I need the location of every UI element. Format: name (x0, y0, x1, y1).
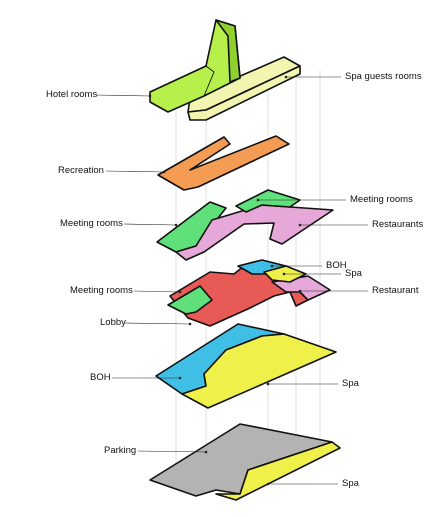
spa-b1-zone (215, 441, 341, 501)
meeting-rooms-l2-zone (167, 285, 213, 315)
label-meeting-rooms-left: Meeting rooms (60, 218, 123, 229)
label-lobby: Lobby (100, 317, 126, 328)
label-restaurant: Restaurant (372, 285, 419, 296)
recreation-slab (157, 135, 290, 191)
hotel-rooms-side (215, 19, 241, 83)
level-hotel (149, 19, 301, 121)
label-parking: Parking (104, 445, 136, 456)
level-basement (149, 423, 341, 501)
label-meeting-rooms-right: Meeting rooms (350, 194, 413, 205)
label-spa-b1: Spa (342, 478, 360, 489)
label-restaurants: Restaurants (372, 219, 423, 230)
label-boh-l2: BOH (326, 260, 347, 271)
label-spa-l1: Spa (342, 378, 360, 389)
spa-guest-rooms-side (187, 65, 301, 121)
label-hotel-rooms: Hotel rooms (46, 89, 97, 100)
label-spa-l2: Spa (345, 268, 363, 279)
label-recreation: Recreation (58, 165, 104, 176)
label-boh-l1: BOH (90, 372, 111, 383)
label-spa-guest-rooms: Spa guests rooms (345, 71, 422, 82)
label-meeting-rooms-l2: Meeting rooms (70, 285, 133, 296)
meeting-rooms-right-zone (235, 189, 301, 213)
spa-l1-zone (181, 333, 337, 409)
labels: Hotel rooms Spa guests rooms Recreation … (46, 71, 423, 489)
level-1 (155, 323, 337, 409)
restaurants-zone (175, 204, 334, 261)
level-2 (167, 259, 331, 327)
level-3 (156, 189, 334, 261)
level-recreation (157, 135, 290, 191)
